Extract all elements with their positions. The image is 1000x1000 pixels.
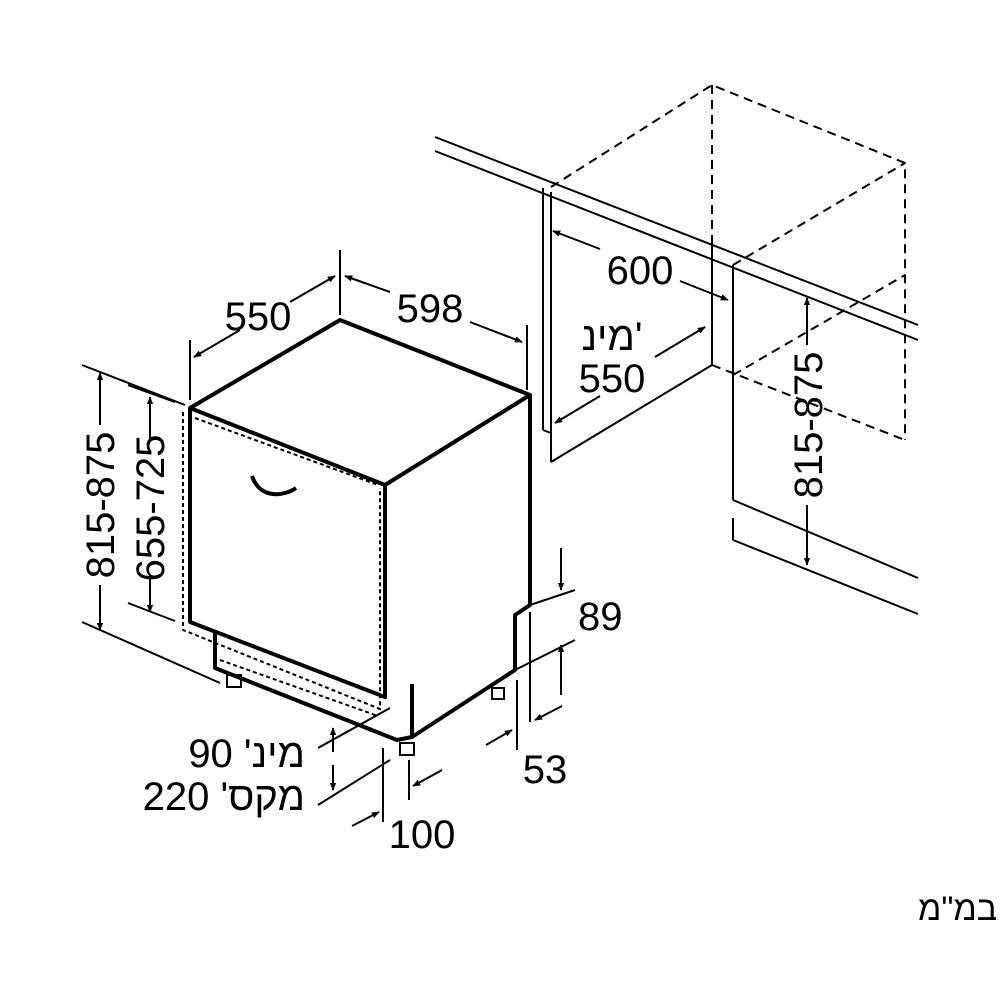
kick-depth-dimension: 53 — [485, 612, 568, 792]
upper-cabinet-outline — [550, 83, 906, 440]
front-left-foot — [226, 674, 242, 688]
worktop-edge-bottom — [434, 150, 919, 341]
plinth-height-dimension: מינ' 90 מקס' 220 — [143, 707, 391, 819]
rear-foot — [491, 687, 505, 700]
niche-depth-dimension: מינ' 550 — [554, 315, 706, 424]
appliance-width-label: 598 — [397, 287, 464, 331]
kick-depth-label: 53 — [523, 748, 568, 792]
appliance-plinth — [213, 633, 413, 742]
niche-floor-right — [732, 499, 919, 579]
foot-inset-dimension: 100 — [351, 748, 456, 857]
niche-floor-left — [550, 364, 713, 463]
dishwasher-body — [182, 318, 532, 756]
niche-height-dimension: 815-875 — [787, 297, 831, 566]
door-panel-outline — [182, 412, 381, 711]
worktop-edge-top — [434, 136, 919, 326]
units-note: מידות במ"מ — [918, 890, 1000, 928]
appliance-door — [188, 408, 387, 699]
appliance-height-label: 815-875 — [79, 432, 123, 579]
appliance-side — [410, 395, 532, 739]
door-handle-icon — [250, 475, 298, 497]
kick-height-label: 89 — [578, 595, 623, 639]
kick-height-dimension: 89 — [514, 548, 623, 695]
appliance-top — [188, 318, 532, 487]
door-height-label: 655-725 — [129, 435, 173, 582]
niche-width-label: 600 — [607, 249, 674, 293]
installation-niche — [434, 83, 919, 615]
niche-floor-front — [732, 539, 919, 615]
plinth-min-label: מינ' 90 — [188, 732, 305, 776]
appliance-width-dimension: 598 — [339, 250, 528, 390]
front-right-foot — [399, 742, 415, 756]
appliance-depth-label: 550 — [225, 295, 292, 339]
appliance-height-dimension: 815-875 — [79, 364, 221, 684]
foot-inset-label: 100 — [389, 813, 456, 857]
niche-height-label: 815-875 — [787, 352, 831, 499]
niche-width-dimension: 600 — [552, 230, 729, 301]
plinth-max-label: מקס' 220 — [143, 775, 305, 819]
door-height-dimension: 655-725 — [127, 384, 176, 622]
niche-min-label: מינ' — [581, 315, 642, 359]
niche-depth-label: 550 — [579, 357, 646, 401]
appliance-depth-dimension: 550 — [189, 275, 336, 400]
